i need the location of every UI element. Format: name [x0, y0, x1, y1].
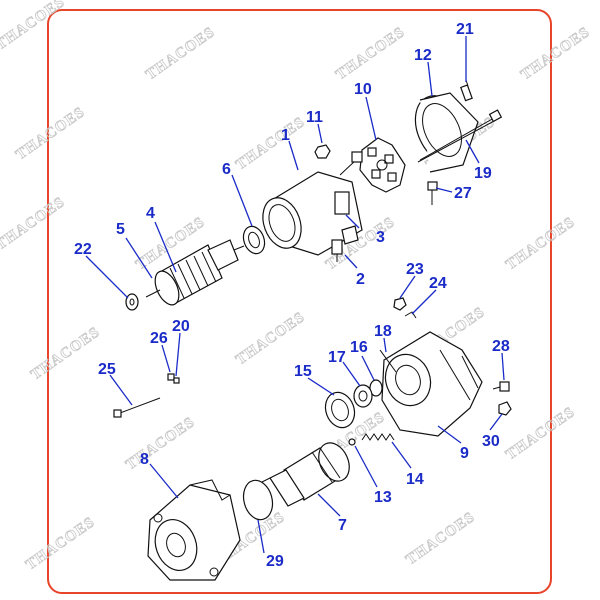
- callout-20: 20: [172, 318, 190, 335]
- callout-2: 2: [356, 271, 365, 288]
- part-25-long-bolt: [113, 397, 161, 418]
- callout-26: 26: [150, 330, 168, 347]
- watermark: THACOES: [233, 309, 308, 368]
- watermark: THACOES: [13, 104, 88, 163]
- part-23-nut: [393, 297, 407, 311]
- watermark: THACOES: [0, 194, 68, 253]
- part-7-overrunning-clutch: [261, 442, 350, 507]
- callout-9: 9: [460, 445, 469, 462]
- callout-27: 27: [454, 185, 472, 202]
- callout-1: 1: [281, 127, 290, 144]
- part-20-nut: [173, 377, 180, 384]
- callout-19: 19: [474, 165, 492, 182]
- watermark: THACOES: [403, 509, 478, 568]
- part-10-brush-holder: [359, 137, 406, 193]
- callout-4: 4: [146, 205, 155, 222]
- watermark: THACOES: [503, 404, 578, 463]
- callout-24: 24: [429, 275, 447, 292]
- callout-13: 13: [374, 489, 392, 506]
- callout-22: 22: [74, 241, 92, 258]
- callout-15: 15: [294, 363, 312, 380]
- callout-18: 18: [374, 323, 392, 340]
- watermark: THACOES: [518, 24, 593, 83]
- part-22-washer: [125, 293, 139, 311]
- part-15-idle-gear: [324, 391, 356, 429]
- part-1-yoke: [262, 151, 363, 256]
- part-21-bolt: [460, 79, 473, 102]
- callout-17: 17: [328, 349, 346, 366]
- part-26-spring-washer: [167, 373, 175, 381]
- callout-28: 28: [492, 338, 510, 355]
- callout-11: 11: [306, 109, 323, 126]
- part-14-spring: [361, 433, 395, 441]
- part-30-nut: [498, 401, 512, 416]
- part-16-pinion: [369, 379, 383, 397]
- part-13-steel-ball: [348, 438, 356, 446]
- leader-lines: [85, 36, 505, 554]
- watermark: THACOES: [503, 214, 578, 273]
- callout-7: 7: [338, 517, 347, 534]
- callout-8: 8: [140, 451, 149, 468]
- watermark: THACOES: [123, 414, 198, 473]
- callout-6: 6: [222, 161, 231, 178]
- part-28-bolt: [492, 381, 510, 392]
- part-27-screw: [427, 181, 438, 205]
- part-19-through-bolt: [417, 109, 503, 163]
- watermark: THACOES: [23, 514, 98, 573]
- callout-16: 16: [350, 339, 368, 356]
- watermark: THACOES: [333, 24, 408, 83]
- part-3-terminal: [341, 225, 359, 245]
- diagram-border: [47, 9, 552, 594]
- watermark: THACOES: [143, 24, 218, 83]
- part-24-clip: [404, 311, 417, 319]
- part-29-o-ring: [242, 479, 274, 521]
- callout-21: 21: [456, 21, 474, 38]
- part-2-terminal-bolt: [331, 239, 343, 262]
- callout-29: 29: [266, 553, 284, 570]
- part-9-drive-housing: [381, 331, 483, 437]
- callout-14: 14: [406, 471, 424, 488]
- callouts: 1 2 3 4 5 6 7 8 9 10 11 12 13 14 15 16 1…: [74, 21, 510, 570]
- part-8-front-housing: [147, 479, 241, 581]
- part-17-idler: [353, 384, 373, 408]
- callout-3: 3: [376, 229, 385, 246]
- callout-30: 30: [482, 433, 500, 450]
- watermark: THACOES: [0, 0, 68, 53]
- callout-5: 5: [116, 221, 125, 238]
- callout-23: 23: [406, 261, 424, 278]
- callout-10: 10: [354, 81, 372, 98]
- part-6-bearing: [242, 225, 266, 255]
- part-11-nut: [314, 144, 331, 159]
- watermark: THACOES: [28, 324, 103, 383]
- callout-25: 25: [98, 361, 116, 378]
- part-4-armature: [145, 239, 245, 306]
- part-18-pin: [379, 349, 397, 373]
- callout-12: 12: [414, 47, 432, 64]
